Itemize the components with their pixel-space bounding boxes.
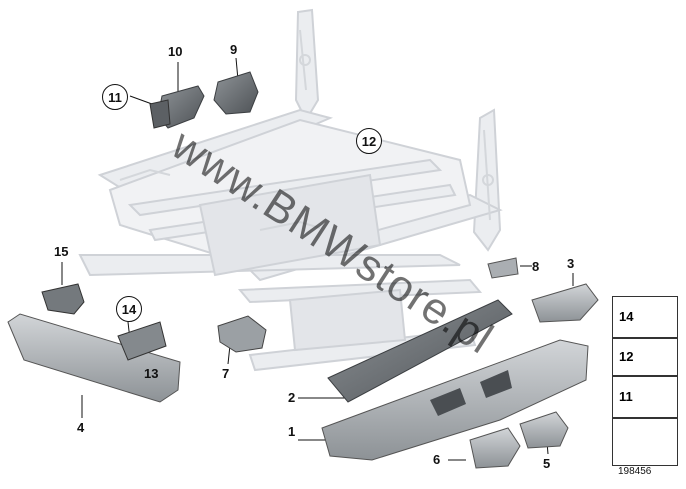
- legend-box-14: 14: [612, 296, 678, 338]
- part-1-switch-openings: [430, 370, 512, 416]
- callout-3: 3: [567, 256, 575, 271]
- part-15-cap: [41, 283, 85, 315]
- callout-8: 8: [532, 259, 540, 274]
- part-8-clip: [487, 257, 519, 279]
- callout-15: 15: [54, 244, 69, 259]
- part-9-bracket: [213, 71, 259, 115]
- callout-6: 6: [433, 452, 441, 467]
- legend-box-11: 11: [612, 376, 678, 418]
- legend-box-arrow: [612, 418, 678, 466]
- part-2-trim: [327, 299, 513, 403]
- callout-10: 10: [168, 44, 183, 59]
- legend-label-12: 12: [619, 349, 634, 364]
- legend-label-14: 14: [619, 309, 634, 324]
- legend-label-11: 11: [619, 389, 633, 404]
- document-number: 198456: [618, 466, 652, 477]
- callout-11: 11: [102, 84, 128, 110]
- frame-detail-lines: [119, 29, 494, 231]
- part-6-knob: [469, 427, 521, 469]
- callout-1: 1: [288, 424, 296, 439]
- callout-14: 14: [116, 296, 142, 322]
- callout-2: 2: [288, 390, 296, 405]
- callout-5: 5: [543, 456, 551, 471]
- callout-13: 13: [144, 366, 159, 381]
- part-3-endcap: [531, 283, 599, 323]
- seat-frame: [78, 8, 503, 372]
- part-4-trim: [7, 313, 181, 403]
- part-7-cover: [217, 315, 267, 353]
- callout-7: 7: [222, 366, 230, 381]
- callout-9: 9: [230, 42, 238, 57]
- legend-box-12: 12: [612, 338, 678, 376]
- part-11-cover: [149, 99, 171, 129]
- callout-4: 4: [77, 420, 85, 435]
- part-5-knob: [519, 411, 569, 449]
- callout-12: 12: [356, 128, 382, 154]
- part-13-bracket: [117, 321, 167, 361]
